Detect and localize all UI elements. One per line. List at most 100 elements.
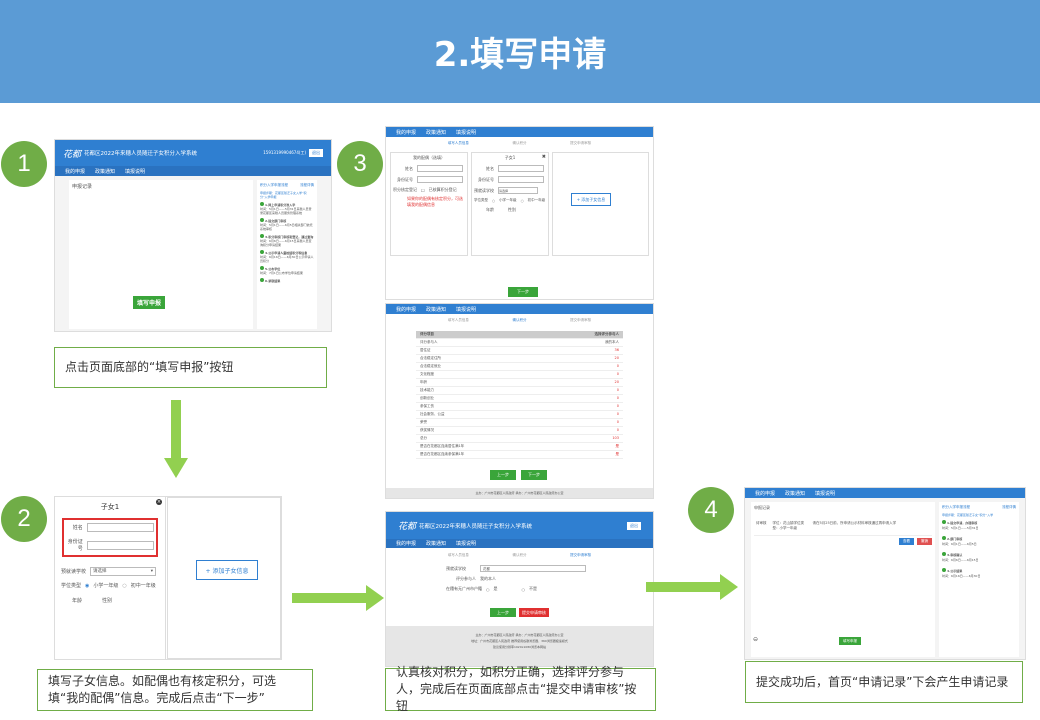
hukou-label: 在穗有无广州市户籍 [446,586,482,591]
radio-icon[interactable]: ○ [122,582,127,589]
id-input[interactable] [86,540,154,550]
hukou-option-2: 不是 [529,586,537,591]
child-id-input[interactable] [498,176,544,183]
spouse-name-input[interactable] [417,165,463,172]
process-link[interactable]: 流程详情 [300,183,314,187]
spouse-id-input[interactable] [417,176,463,183]
checkbox-icon[interactable]: ☐ [421,187,425,193]
prev-button[interactable]: 上一步 [490,608,516,617]
timeline-dot-icon [260,218,264,222]
cancel-button[interactable]: 撤销 [917,538,932,545]
chevron-down-icon: ▾ [150,569,154,574]
radio-icon[interactable]: ○ [520,198,524,203]
name-label: 姓名 [72,525,83,531]
nav-item[interactable]: 填报说明 [125,168,146,175]
next-button[interactable]: 下一步 [521,470,547,480]
stepper-step: 填写人员信息 [447,318,469,322]
participant-label: 评分参与人 [456,576,476,581]
nav-item[interactable]: 我的申报 [396,541,417,547]
radio-icon[interactable]: ○ [521,586,526,592]
site-title: 花都区2022年来穗人员随迁子女积分入学系统 [419,523,533,530]
timeline-item: 3.审核确认时间：6月6日——6月15日 [942,552,979,562]
process-heading: 积分入学申报流程 [260,183,288,187]
stepper-step: 填写人员信息 [447,553,469,557]
nav-item[interactable]: 政策通知 [426,306,447,313]
records-heading: 申报记录 [72,184,93,190]
school-select[interactable]: 请选择▾ [90,567,157,576]
timeline-item: 6.录取结果 [260,278,314,283]
nav-item[interactable]: 政策通知 [426,541,447,547]
logout-button[interactable]: 退出 [627,521,641,530]
prev-button[interactable]: 上一步 [490,470,516,480]
records-panel: 申报记录 待审核 学位：花山镇学位类型：小学一年级 请在5月25日前，所申请公示… [751,502,935,657]
gender-label: 性别 [102,598,113,604]
close-icon[interactable]: × [156,499,162,505]
phone-text: 15913199904674(工) [263,150,306,155]
stage-option-1: 小学一年级 [93,583,119,589]
close-icon[interactable]: ✖ [541,154,546,160]
process-notice: 申报步骤：花都区随迁子女“积分”入学 [942,513,994,517]
process-link[interactable]: 流程详情 [1002,505,1016,509]
arrow-right-icon [292,585,384,611]
timeline-dot-icon [942,568,946,572]
view-button[interactable]: 查看 [899,538,914,545]
stepper-step: 确认积分 [512,318,527,322]
nav-item[interactable]: 政策通知 [95,168,116,175]
participant-value: 我的本人 [480,576,496,581]
timeline-dot-icon [260,278,264,282]
main-nav: 我的申报 政策通知 填报说明 [386,304,653,314]
child-card: 子女1 ✖ 姓名 身份证号 预就读学校请选择 学位类型○小学一年级○初中一年级 … [471,152,549,256]
timeline-item: 4.公示结果时间：6月16日——6月30日 [942,568,981,578]
nav-item[interactable]: 政策通知 [785,490,806,497]
nav-item[interactable]: 我的申报 [755,490,776,497]
nav-item[interactable]: 填报说明 [456,129,477,136]
screenshot-confirm-score: 我的申报 政策通知 填报说明 填写人员信息 确认积分 提交申请审核 评分项目选择… [385,303,654,499]
submit-application-button[interactable]: 提交申请审核 [519,608,549,617]
child-card-title: 子女1 [504,155,516,160]
next-button[interactable]: 下一步 [508,287,538,297]
timeline-item: 4.公示申请人量校结积分等信息时间：6月16日——6月30日公示申请人员积分 [260,250,314,263]
footer-line: 主办：广州市花都区人民政府 承办：广州市花都区人民政府办公室 [475,633,564,637]
radio-selected-icon[interactable]: ◉ [85,582,90,589]
stepper-step: 提交申请审核 [570,318,592,322]
screenshot-child-form: 子女1 × 姓名 身份证号 预就读学校请选择▾ 学位类型 ◉小学一年级 ○初中一… [54,496,282,660]
stage-label: 学位类型 [61,583,82,589]
radio-icon[interactable]: ○ [492,198,496,203]
gender-label: 性别 [508,207,516,212]
school-label: 预就读学校 [61,569,87,575]
nav-item[interactable]: 我的申报 [396,129,417,136]
nav-item[interactable]: 填报说明 [815,490,836,497]
id-label: 身份证号 [397,176,413,182]
nav-item[interactable]: 我的申报 [396,306,417,313]
add-child-button[interactable]: + 添加子女信息 [196,560,258,580]
add-child-button[interactable]: + 添加子女信息 [571,193,611,206]
child-name-input[interactable] [498,165,544,172]
nav-item[interactable]: 填报说明 [456,306,477,313]
fill-application-button[interactable]: 填写申报 [133,296,165,309]
fill-application-button[interactable]: 填写申报 [839,637,861,645]
spouse-red-note: 如果你的配偶有核定积分，可选填我的配偶信息 [407,196,463,207]
stepper-step: 确认积分 [512,553,527,557]
radio-icon[interactable]: ○ [486,586,490,592]
record-text: 学位：花山镇学位类型：小学一年级 [772,521,805,530]
timeline-item: 5.公布学位时间：7月1日公布学位申请结果 [260,266,303,275]
logout-button[interactable]: 退出 [309,149,323,157]
nav-item[interactable]: 政策通知 [426,129,447,136]
nav-item[interactable]: 我的申报 [65,168,86,175]
spouse-card: 我的配偶（选填） 姓名 身份证号 积分核定登记☐已核算积分登记 如果你的配偶有核… [390,152,468,256]
main-nav: 我的申报 政策通知 填报说明 [386,539,653,548]
table-header: 评分项目选择评分参与人 [416,331,623,339]
name-input[interactable] [86,523,154,532]
nav-item[interactable]: 填报说明 [456,541,477,547]
spouse-check-label: 已核算积分登记 [428,187,457,192]
add-child-card: + 添加子女信息 [552,152,649,256]
school-select[interactable]: 花都 [480,565,586,572]
school-select[interactable]: 请选择 [498,187,538,194]
refresh-icon[interactable]: ⊖ [753,636,759,643]
